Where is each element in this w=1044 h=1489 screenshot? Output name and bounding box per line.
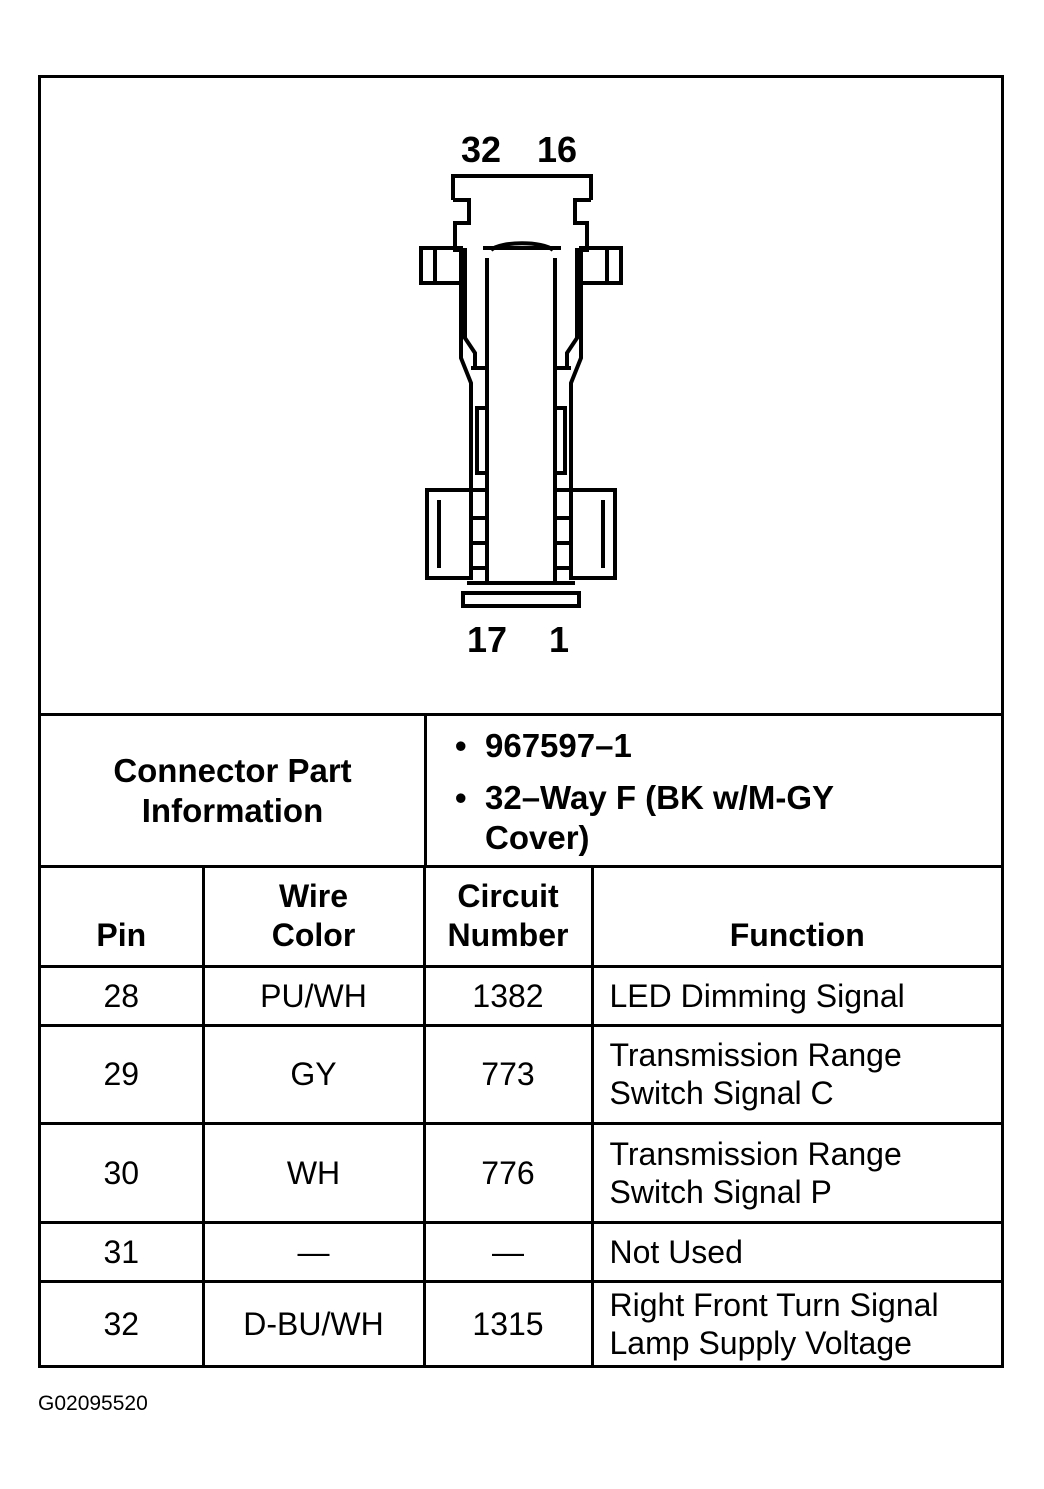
pin-table-header: Pin Wire Color Circuit Number Function	[41, 868, 1001, 968]
connector-type-line1: 32–Way F (BK w/M-GY	[485, 779, 834, 816]
pin-label-32: 32	[461, 129, 502, 170]
function-cell: Not Used	[590, 1220, 1001, 1283]
wire-color-cell: —	[201, 1220, 426, 1283]
pin-table: Pin Wire Color Circuit Number Function 2…	[41, 868, 1001, 1365]
wire-color-cell: PU/WH	[201, 964, 426, 1027]
table-row: 30 WH 776 Transmission Range Switch Sign…	[41, 1121, 1001, 1224]
header-pin: Pin	[41, 868, 205, 968]
function-line: Switch Signal P	[609, 1173, 832, 1210]
table-row: 32 D-BU/WH 1315 Right Front Turn Signal …	[41, 1279, 1001, 1365]
header-function-line2: Function	[729, 916, 865, 953]
pin-cell: 28	[41, 964, 205, 1027]
pin-cell: 32	[41, 1279, 205, 1365]
function-cell: Transmission Range Switch Signal P	[590, 1121, 1001, 1224]
function-cell: Transmission Range Switch Signal C	[590, 1023, 1001, 1125]
pin-cell: 29	[41, 1023, 205, 1125]
table-row: 28 PU/WH 1382 LED Dimming Signal	[41, 964, 1001, 1027]
function-line: LED Dimming Signal	[609, 977, 905, 1014]
header-pin-line2: Pin	[96, 916, 147, 953]
connector-type-item: • 32–Way F (BK w/M-GY Cover)	[455, 778, 834, 858]
function-cell: LED Dimming Signal	[590, 964, 1001, 1027]
header-wire-color-line1: Wire	[278, 877, 349, 914]
circuit-cell: 776	[422, 1121, 594, 1224]
function-line: Transmission Range	[609, 1037, 902, 1073]
pin-label-1: 1	[549, 619, 570, 660]
divider	[41, 865, 1001, 868]
function-line: Right Front Turn Signal	[609, 1286, 939, 1323]
part-number: 967597–1	[485, 727, 632, 764]
divider	[424, 716, 427, 866]
connector-info-values: • 967597–1 • 32–Way F (BK w/M-GY Cover)	[427, 716, 1001, 866]
connector-outline-icon	[419, 174, 623, 608]
circuit-cell: 1315	[422, 1279, 594, 1365]
divider	[41, 713, 1001, 716]
pin-label-16: 16	[537, 129, 578, 170]
header-circuit-line2: Number	[447, 916, 569, 953]
pin-cell: 30	[41, 1121, 205, 1224]
header-function: Function	[590, 868, 1001, 968]
wire-color-cell: WH	[201, 1121, 426, 1224]
function-line: Not Used	[609, 1233, 743, 1270]
circuit-cell: 1382	[422, 964, 594, 1027]
connector-drawing: 32 16	[41, 78, 1001, 714]
header-wire-color-line2: Color	[271, 916, 356, 953]
function-cell: Right Front Turn Signal Lamp Supply Volt…	[590, 1279, 1001, 1365]
bullet-icon: •	[455, 779, 467, 816]
connector-frame: 32 16	[38, 75, 1004, 1368]
wire-color-cell: D-BU/WH	[201, 1279, 426, 1365]
circuit-cell: —	[422, 1220, 594, 1283]
wire-color-cell: GY	[201, 1023, 426, 1125]
connector-info-label-line1: Connector Part	[113, 752, 352, 789]
connector-info-label: Connector Part Information	[41, 716, 424, 866]
connector-info-label-line2: Information	[141, 792, 324, 829]
circuit-cell: 773	[422, 1023, 594, 1125]
bullet-icon: •	[455, 727, 467, 764]
function-line: Transmission Range	[609, 1135, 902, 1172]
pin-label-17: 17	[467, 619, 508, 660]
connector-type-line2: Cover)	[485, 819, 590, 856]
pin-cell: 31	[41, 1220, 205, 1283]
header-circuit-line1: Circuit	[457, 877, 559, 914]
figure-id: G02095520	[38, 1392, 148, 1415]
part-number-item: • 967597–1	[455, 726, 632, 766]
header-wire-color: Wire Color	[201, 868, 426, 968]
header-circuit-number: Circuit Number	[422, 868, 594, 968]
table-row: 31 — — Not Used	[41, 1220, 1001, 1283]
table-row: 29 GY 773 Transmission Range Switch Sign…	[41, 1023, 1001, 1125]
function-line: Switch Signal C	[609, 1075, 834, 1111]
function-line: Lamp Supply Voltage	[609, 1324, 912, 1361]
